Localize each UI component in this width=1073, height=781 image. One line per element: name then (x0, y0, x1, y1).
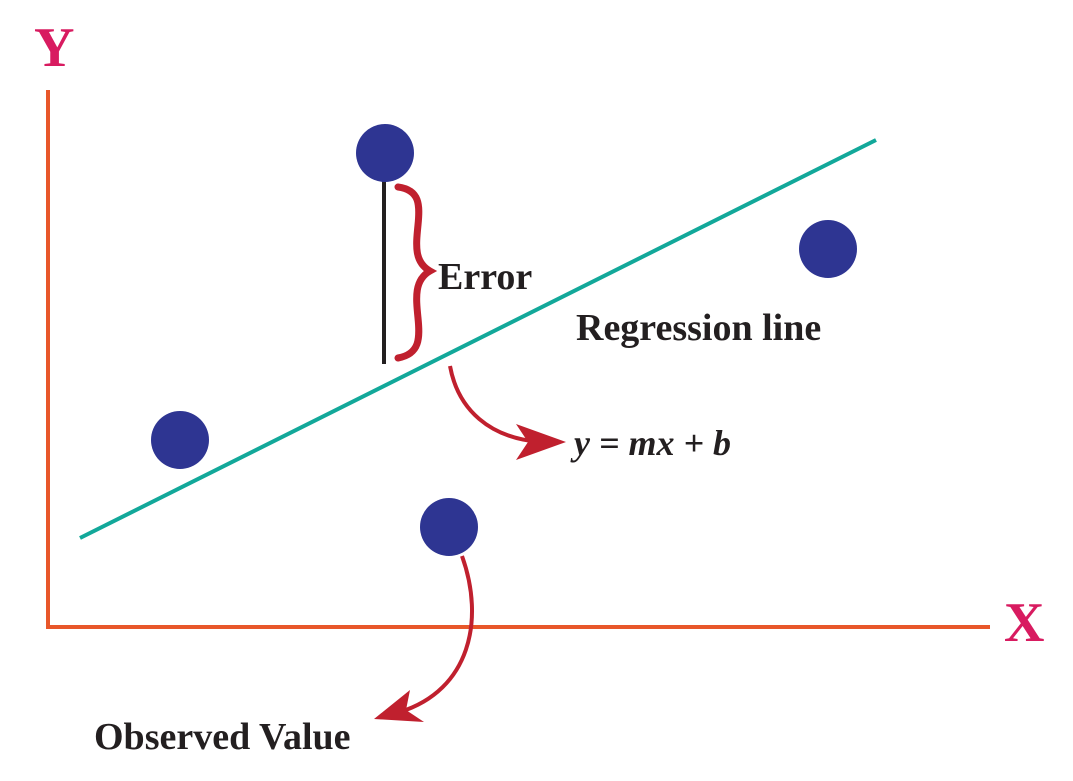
error-label: Error (438, 256, 532, 298)
error-brace (394, 183, 438, 362)
data-point-observed (420, 498, 478, 556)
regression-line (79, 138, 877, 540)
equation-arrow-curve (448, 365, 541, 444)
equation-arrowhead (516, 424, 566, 460)
x-axis-label: X (1004, 592, 1044, 654)
data-point-above-line (356, 124, 414, 182)
equation-label: y = mx + b (570, 423, 731, 463)
data-point-right (799, 220, 857, 278)
observed-arrow-curve (399, 555, 474, 714)
observed-value-label: Observed Value (94, 716, 351, 758)
data-point-left (151, 411, 209, 469)
observed-arrowhead (374, 690, 424, 722)
y-axis-label: Y (34, 17, 74, 79)
regression-line-label: Regression line (576, 307, 821, 349)
